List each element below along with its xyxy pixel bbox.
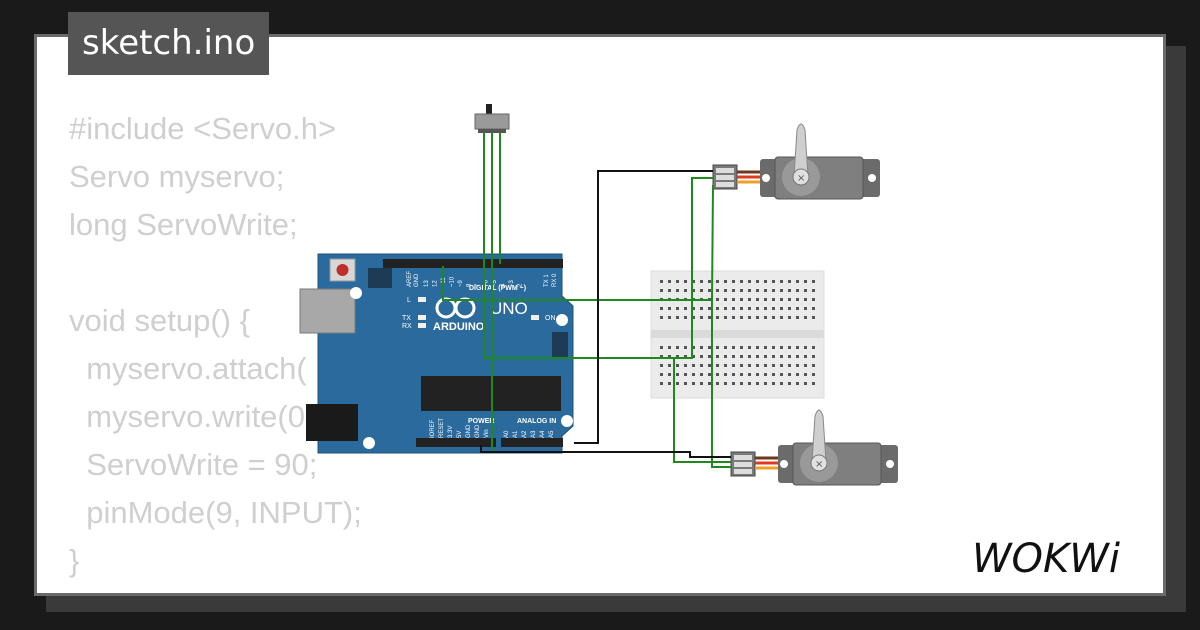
pin-label: ~5 xyxy=(492,279,498,287)
wokwi-logo-text: WOKWi xyxy=(972,536,1120,582)
analog-label: ANALOG IN xyxy=(517,418,556,425)
servo-motor-2[interactable]: × xyxy=(730,409,898,486)
usb-connector xyxy=(299,288,356,334)
breadboard[interactable] xyxy=(650,270,825,399)
sketch-title-label: sketch.ino xyxy=(68,12,270,75)
power-jack xyxy=(306,404,358,441)
pin-label: ~10 xyxy=(450,276,456,287)
code-line: pinMode(9, INPUT); xyxy=(69,495,362,530)
board-model: UNO xyxy=(490,299,528,318)
code-line: #include <Servo.h> xyxy=(69,111,337,146)
code-line: } xyxy=(69,543,80,578)
pin-label: A1 xyxy=(513,430,519,438)
pin-label: GND xyxy=(475,424,481,438)
code-line: Servo myservo; xyxy=(69,159,285,194)
pin-label: 12 xyxy=(433,280,439,287)
wokwi-logo: WOKWi xyxy=(972,536,1120,582)
power-header xyxy=(416,438,496,447)
servo-motor-1[interactable]: × xyxy=(712,123,880,200)
arduino-uno-board[interactable]: ARDUINO UNO DIGITAL (PWM ~) POWER ANALOG… xyxy=(299,253,574,454)
digital-header xyxy=(383,259,563,268)
code-line: ServoWrite = 90; xyxy=(69,447,318,482)
pin-label: 2 xyxy=(518,283,524,287)
pin-label: ~3 xyxy=(509,279,515,287)
pin-label: 4 xyxy=(501,283,507,287)
code-line: long ServoWrite; xyxy=(69,207,298,242)
code-line: void setup() { xyxy=(69,303,250,338)
on-label: ON xyxy=(545,315,556,322)
preview-card: #include <Servo.h> Servo myservo; long Ser… xyxy=(34,34,1166,596)
breadboard-holes xyxy=(660,280,815,385)
tx1-label: TX 1 xyxy=(544,274,550,287)
code-preview: #include <Servo.h> Servo myservo; long Ser… xyxy=(69,105,362,593)
analog-header xyxy=(501,438,563,447)
board-brand: ARDUINO xyxy=(433,321,485,333)
svg-text:×: × xyxy=(815,459,823,470)
rx-label: RX xyxy=(402,323,412,330)
power-label: POWER xyxy=(468,418,494,425)
pin-label: A5 xyxy=(549,430,555,438)
pin-label: ~6 xyxy=(484,279,490,287)
pin-label: A3 xyxy=(531,430,537,438)
pin-label: GND xyxy=(466,424,472,438)
pin-label: 5V xyxy=(457,431,463,438)
gnd-label: GND xyxy=(414,273,420,287)
pin-label: 8 xyxy=(467,283,473,287)
aref-label: AREF xyxy=(407,271,413,287)
pin-label: 13 xyxy=(424,280,430,287)
code-line: myservo.write(0 xyxy=(69,399,305,434)
code-line: void loop() { xyxy=(69,585,362,593)
pin-label: ~9 xyxy=(458,279,464,287)
pin-label: 3.3V xyxy=(448,426,454,438)
icsp-header xyxy=(368,268,392,288)
pin-label: Vin xyxy=(484,429,490,438)
wires xyxy=(442,133,731,468)
rx0-label: RX 0 xyxy=(552,273,558,287)
digital-label: DIGITAL (PWM ~) xyxy=(469,285,526,292)
icsp2-header xyxy=(552,332,568,358)
l-label: L xyxy=(407,297,411,304)
pin-label: A4 xyxy=(540,430,546,438)
svg-text:×: × xyxy=(797,173,805,184)
pin-label: RESET xyxy=(439,418,445,438)
slide-switch[interactable] xyxy=(474,104,510,133)
code-line: myservo.attach( xyxy=(69,351,307,386)
pin-label: A0 xyxy=(504,430,510,438)
pin-label: IOREF xyxy=(430,419,436,438)
pin-label: A2 xyxy=(522,430,528,438)
pin-label: 7 xyxy=(475,283,481,287)
tx-label: TX xyxy=(402,315,411,322)
